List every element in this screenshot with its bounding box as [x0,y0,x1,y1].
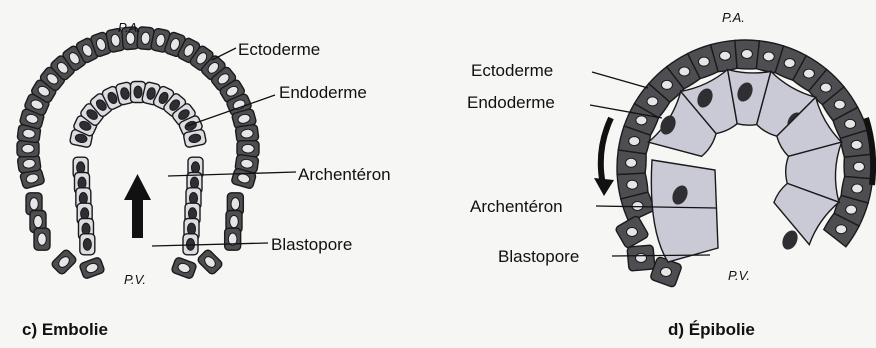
epibolie-label-ectoderme: Ectoderme [471,61,553,80]
epibolie-pole-top: P.A. [722,10,745,25]
embolie-pole-top: P.A. [118,20,141,35]
embolie-ectoderm-cell [225,228,241,250]
epibolie-endoderm-cell [651,160,718,262]
embolie-label-endoderme: Endoderme [279,83,367,102]
embolie-endoderm-cell [183,129,207,148]
embolie-diagram: P.A. P.V. Ectoderme Endoderme Archentéro… [17,20,391,339]
epibolie-ectoderm-cell [844,154,873,179]
epibolie-label-archenteron: Archentéron [470,197,563,216]
epibolie-label-blastopore: Blastopore [498,247,579,266]
embolie-ectoderm-cell [197,249,224,276]
epibolie-ectoderm-leader [592,72,648,88]
epibolie-ectoderm-cell [735,40,760,69]
embolie-ectoderm-layer [17,27,259,280]
embolie-ectoderm-cell [51,249,78,276]
epibolie-caption: d) Épibolie [668,320,755,339]
embolie-ectoderm-leader [212,48,236,60]
epibolie-blastopore-leader [612,255,710,256]
embolie-label-archenteron: Archentéron [298,165,391,184]
embolie-endoderm-cell [80,234,95,255]
epibolie-diagram: P.A. P.V. Ectoderme Endoderme Archentéro… [467,10,873,339]
embolie-ectoderm-cell [34,228,50,250]
epibolie-pole-bottom: P.V. [728,268,750,283]
curved-down-arrow-icon [594,118,614,196]
embolie-blastopore-leader [152,243,268,246]
embolie-label-blastopore: Blastopore [271,235,352,254]
epibolie-endoderm-layer [648,70,841,262]
embolie-pole-bottom: P.V. [124,272,146,287]
embolie-ectoderm-cell [79,257,105,280]
embolie-label-ectoderme: Ectoderme [238,40,320,59]
epibolie-ectoderm-cell [615,215,650,249]
epibolie-ectoderm-cell [627,245,655,271]
embolie-caption: c) Embolie [22,320,108,339]
up-arrow-icon [124,174,151,238]
embolie-ectoderm-cell [171,257,197,280]
epibolie-label-endoderme: Endoderme [467,93,555,112]
